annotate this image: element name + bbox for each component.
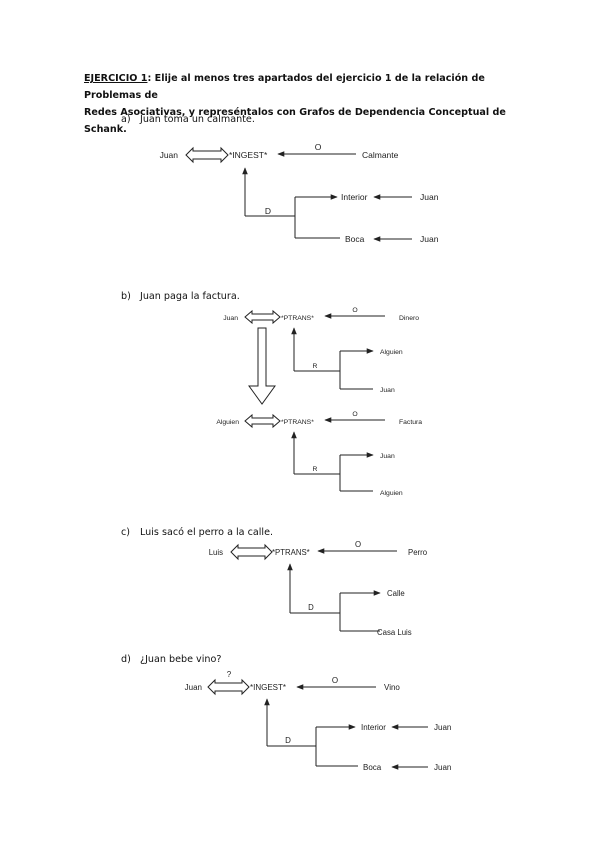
from-c: Casa Luis <box>377 628 412 637</box>
actor-d: Juan <box>185 683 202 692</box>
act-b2: *PTRANS* <box>281 419 314 426</box>
case-rel-d: D <box>285 736 291 745</box>
diagram-a <box>185 146 412 242</box>
object-d: Vino <box>384 683 400 692</box>
diagram-d <box>207 678 428 770</box>
case-rel-b1: R <box>313 363 318 370</box>
item-a: a) Juan toma un calmante. <box>121 114 255 125</box>
actor-a: Juan <box>160 150 179 160</box>
actor-b2: Alguien <box>216 419 239 426</box>
from-src-a: Juan <box>420 234 439 244</box>
item-sentence: Juan paga la factura. <box>140 291 240 302</box>
to-src-d: Juan <box>434 723 451 732</box>
to-b2: Juan <box>380 453 395 460</box>
from-b1: Juan <box>380 387 395 394</box>
to-a: Interior <box>341 192 368 202</box>
object-rel-d: O <box>332 676 338 685</box>
diagram-b <box>244 309 385 492</box>
case-rel-b2: R <box>313 466 318 473</box>
to-src-a: Juan <box>420 192 439 202</box>
item-b: b) Juan paga la factura. <box>121 291 240 302</box>
to-b1: Alguien <box>380 349 403 356</box>
two-way-link-c <box>230 543 273 561</box>
to-d: Interior <box>361 723 386 732</box>
from-b2: Alguien <box>380 490 403 497</box>
item-letter: d) <box>121 654 131 665</box>
case-rel-c: D <box>308 603 314 612</box>
exercise-text-line1: : Elije al menos tres apartados del ejer… <box>84 73 485 101</box>
object-rel-c: O <box>355 540 361 549</box>
item-c: c) Luis sacó el perro a la calle. <box>121 527 273 538</box>
two-way-link-b2 <box>244 413 281 429</box>
item-sentence: Juan toma un calmante. <box>140 114 255 125</box>
item-d: d) ¿Juan bebe vino? <box>121 654 221 665</box>
diagram-c <box>230 543 397 632</box>
two-way-link-a <box>185 146 229 164</box>
two-way-link-b1 <box>244 309 281 325</box>
item-letter: c) <box>121 527 131 538</box>
act-b1: *PTRANS* <box>281 315 314 322</box>
object-b1: Dinero <box>399 315 419 322</box>
from-a: Boca <box>345 234 365 244</box>
object-b2: Factura <box>399 419 422 426</box>
object-a: Calmante <box>362 150 399 160</box>
to-c: Calle <box>387 589 405 598</box>
exercise-label: EJERCICIO 1 <box>84 73 148 84</box>
from-src-d: Juan <box>434 763 451 772</box>
question-mark-d: ? <box>227 670 232 679</box>
exercise-text-line2: Redes Asociativas, y represéntalos con G… <box>84 107 506 135</box>
act-c: *PTRANS* <box>272 548 310 557</box>
two-way-link-d <box>207 678 250 696</box>
item-letter: a) <box>121 114 131 125</box>
act-a: *INGEST* <box>229 150 268 160</box>
actor-c: Luis <box>209 548 223 557</box>
object-rel-b1: O <box>352 307 357 314</box>
exercise-heading: EJERCICIO 1: Elije al menos tres apartad… <box>84 70 524 138</box>
object-rel-b2: O <box>352 411 357 418</box>
item-sentence: ¿Juan bebe vino? <box>140 654 222 665</box>
act-d: *INGEST* <box>250 683 286 692</box>
object-rel-a: O <box>315 142 322 152</box>
actor-b1: Juan <box>223 315 238 322</box>
item-letter: b) <box>121 291 131 302</box>
case-rel-a: D <box>265 206 271 216</box>
result-arrow-b <box>248 327 276 405</box>
object-c: Perro <box>408 548 428 557</box>
from-d: Boca <box>363 763 382 772</box>
item-sentence: Luis sacó el perro a la calle. <box>140 527 274 538</box>
